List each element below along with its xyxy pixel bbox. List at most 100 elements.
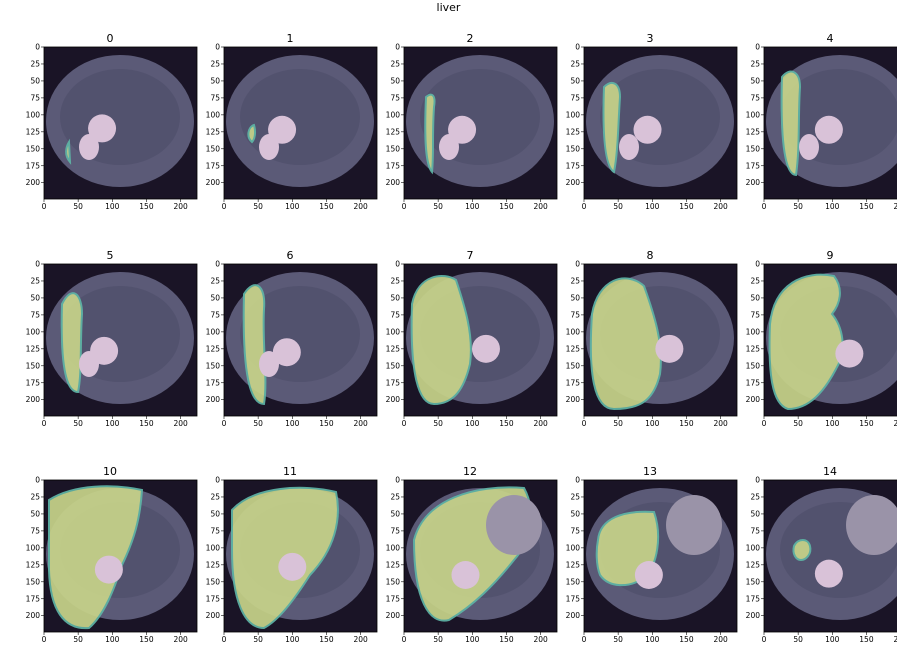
y-tick-label: 25 xyxy=(30,59,40,68)
x-tick-label: 150 xyxy=(139,635,154,644)
x-tick-label: 200 xyxy=(713,202,728,211)
y-tick-label: 25 xyxy=(390,276,400,285)
x-tick-label: 100 xyxy=(285,635,300,644)
x-tick-label: 50 xyxy=(73,202,83,211)
y-tick-label: 125 xyxy=(26,560,41,569)
y-tick-label: 125 xyxy=(566,560,581,569)
y-tick-label: 150 xyxy=(386,361,401,370)
x-tick-label: 100 xyxy=(285,419,300,428)
y-tick-label: 25 xyxy=(750,59,760,68)
y-tick-label: 200 xyxy=(206,178,221,187)
y-tick-label: 125 xyxy=(386,560,401,569)
y-tick-label: 150 xyxy=(566,144,581,153)
kidney xyxy=(79,134,99,160)
x-tick-label: 0 xyxy=(402,202,407,211)
y-tick-label: 200 xyxy=(746,395,761,404)
y-tick-label: 0 xyxy=(35,476,40,485)
x-tick-label: 200 xyxy=(353,202,368,211)
y-tick-label: 50 xyxy=(30,293,40,302)
y-tick-label: 25 xyxy=(210,276,220,285)
y-tick-label: 75 xyxy=(750,310,760,319)
y-tick-label: 175 xyxy=(746,161,761,170)
slice-panel: 90255075100125150175200050100150200 xyxy=(742,249,897,428)
y-tick-label: 50 xyxy=(30,509,40,518)
y-tick-label: 0 xyxy=(395,476,400,485)
y-tick-label: 100 xyxy=(746,110,761,119)
kidney xyxy=(259,134,279,160)
liver-segmentation-overlay xyxy=(410,275,472,406)
x-tick-label: 100 xyxy=(105,202,120,211)
y-tick-label: 150 xyxy=(206,577,221,586)
y-tick-label: 200 xyxy=(746,178,761,187)
x-tick-label: 150 xyxy=(499,202,514,211)
y-tick-label: 75 xyxy=(390,526,400,535)
x-tick-label: 150 xyxy=(679,635,694,644)
slice-title: 1 xyxy=(286,32,294,45)
x-tick-label: 50 xyxy=(433,202,443,211)
y-tick-label: 25 xyxy=(570,59,580,68)
y-tick-label: 175 xyxy=(386,594,401,603)
y-tick-label: 50 xyxy=(210,76,220,85)
x-tick-label: 200 xyxy=(713,635,728,644)
kidney xyxy=(79,351,99,377)
kidney xyxy=(439,134,459,160)
y-tick-label: 0 xyxy=(395,43,400,52)
slice-title: 13 xyxy=(643,465,657,478)
x-tick-label: 100 xyxy=(825,635,840,644)
y-tick-label: 200 xyxy=(386,178,401,187)
vertebra xyxy=(471,334,500,363)
y-tick-label: 75 xyxy=(210,526,220,535)
y-tick-label: 50 xyxy=(750,293,760,302)
y-tick-label: 75 xyxy=(210,93,220,102)
y-tick-label: 200 xyxy=(206,611,221,620)
y-tick-label: 125 xyxy=(206,560,221,569)
y-tick-label: 75 xyxy=(570,93,580,102)
y-tick-label: 100 xyxy=(566,543,581,552)
slice-title: 10 xyxy=(103,465,117,478)
slice-title: 8 xyxy=(646,249,654,262)
y-tick-label: 175 xyxy=(206,161,221,170)
y-tick-label: 175 xyxy=(26,378,41,387)
x-tick-label: 200 xyxy=(893,419,897,428)
y-tick-label: 150 xyxy=(566,577,581,586)
x-tick-label: 0 xyxy=(42,202,47,211)
y-tick-label: 200 xyxy=(26,395,41,404)
y-tick-label: 125 xyxy=(386,127,401,136)
y-tick-label: 125 xyxy=(386,344,401,353)
x-tick-label: 0 xyxy=(42,419,47,428)
x-tick-label: 0 xyxy=(762,202,767,211)
y-tick-label: 100 xyxy=(746,327,761,336)
kidney xyxy=(259,351,279,377)
y-tick-label: 50 xyxy=(390,509,400,518)
x-tick-label: 200 xyxy=(353,635,368,644)
x-tick-label: 0 xyxy=(222,419,227,428)
y-tick-label: 100 xyxy=(566,327,581,336)
x-tick-label: 50 xyxy=(253,635,263,644)
y-tick-label: 100 xyxy=(386,327,401,336)
x-tick-label: 0 xyxy=(582,419,587,428)
x-tick-label: 200 xyxy=(893,202,897,211)
x-tick-label: 50 xyxy=(613,419,623,428)
x-tick-label: 150 xyxy=(499,419,514,428)
y-tick-label: 150 xyxy=(746,361,761,370)
vertebra xyxy=(451,561,480,589)
y-tick-label: 200 xyxy=(386,395,401,404)
y-tick-label: 150 xyxy=(386,577,401,586)
slice-title: 9 xyxy=(826,249,834,262)
vertebra xyxy=(633,115,662,144)
y-tick-label: 150 xyxy=(746,144,761,153)
y-tick-label: 200 xyxy=(566,611,581,620)
x-tick-label: 100 xyxy=(645,202,660,211)
y-tick-label: 150 xyxy=(206,144,221,153)
slice-title: 3 xyxy=(646,32,654,45)
liver-segmentation-overlay xyxy=(242,284,267,406)
